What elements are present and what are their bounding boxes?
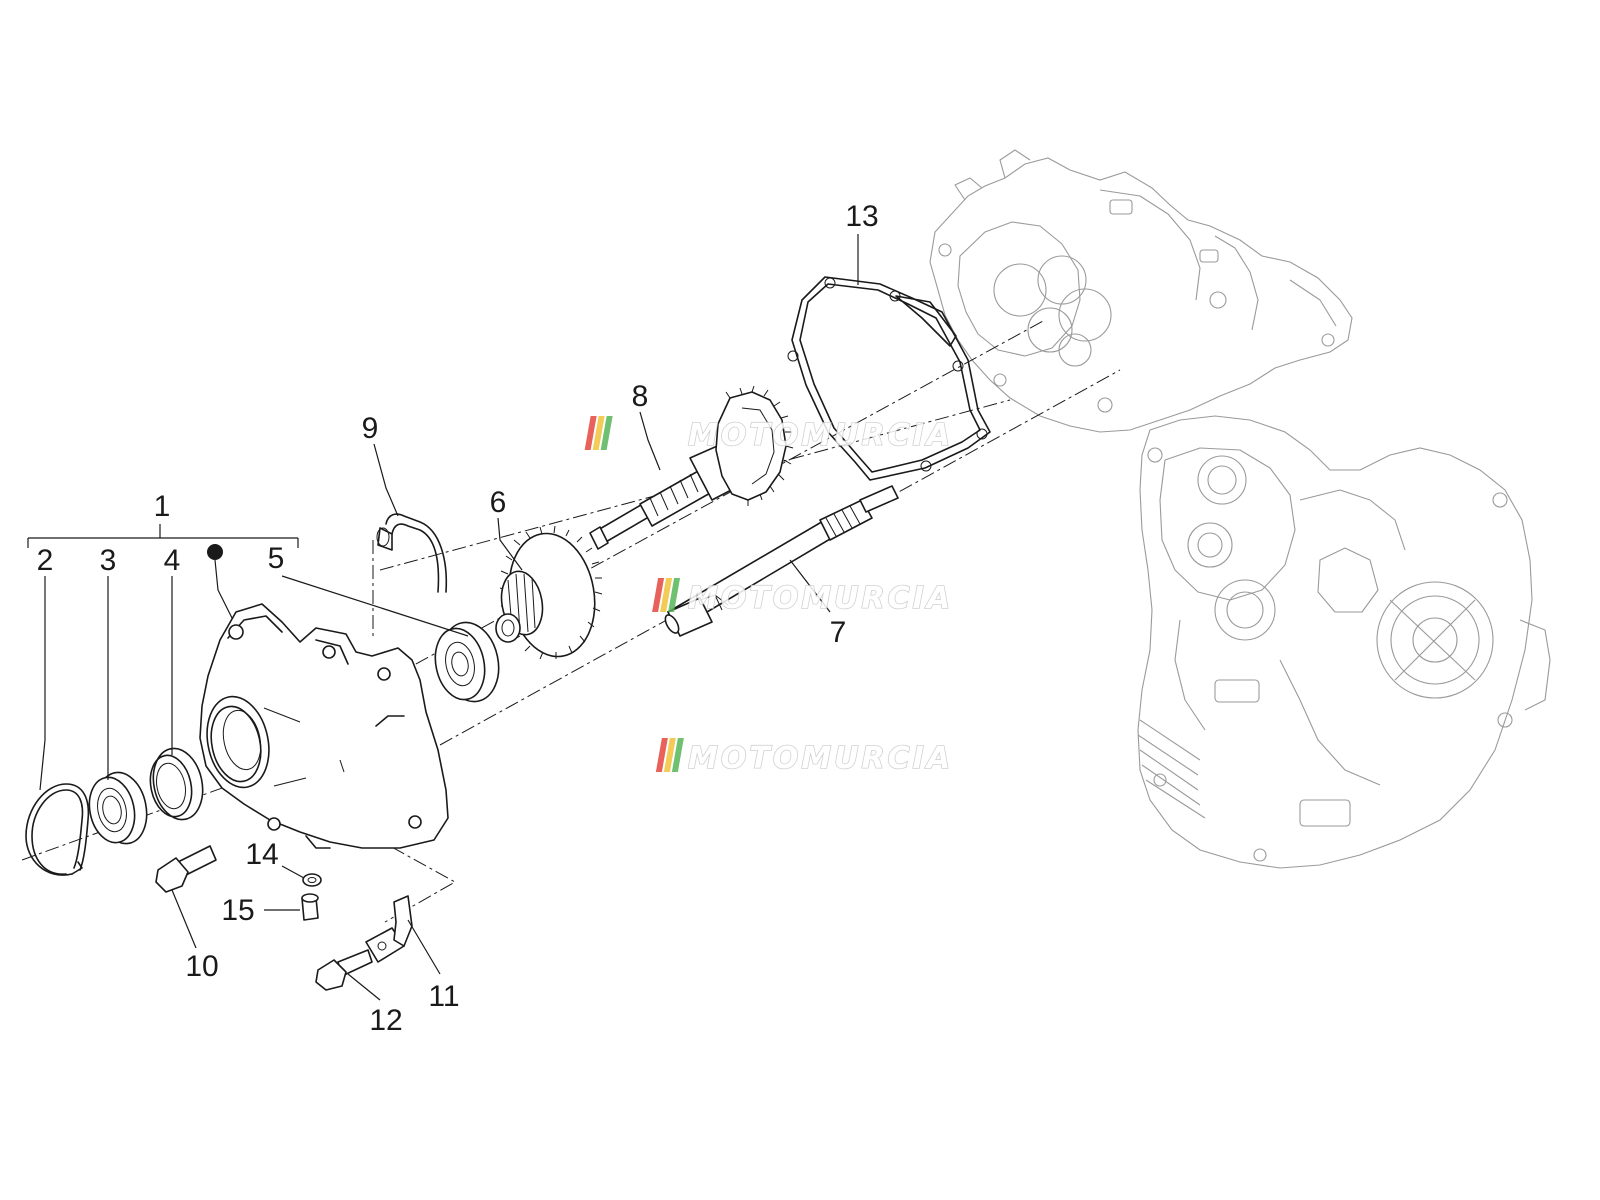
bearing-small [88,771,148,845]
callout-3: 3 [100,544,117,577]
watermark-stripe [652,578,665,612]
callout-labels: 1 2 3 4 5 6 7 8 9 10 11 12 13 14 15 [37,200,879,1037]
callout-15: 15 [221,894,254,927]
watermark-stripe [592,416,605,450]
bearing-large [434,621,500,703]
watermark-stripe [584,416,597,450]
breather-pipe [376,513,448,593]
gasket [787,276,991,481]
callout-leaders [27,234,859,1001]
circlip [25,783,90,876]
callout-11: 11 [428,980,459,1013]
bolt-12 [315,949,373,991]
callout-9: 9 [362,412,379,445]
watermark-bottom: MOTOMURCIA [655,738,953,777]
secondary-shaft [589,385,794,550]
watermark-text: MOTOMURCIA [688,418,953,453]
watermark-stripe [600,416,613,450]
oil-seal [149,747,204,821]
callout-8: 8 [632,380,649,413]
watermark-top: MOTOMURCIA [584,416,953,454]
watermark-text: MOTOMURCIA [688,581,953,616]
watermark-stripe [668,578,681,612]
callout-1: 1 [154,490,171,523]
callout-7: 7 [830,616,847,649]
clamp-bracket [365,895,413,963]
screw-15 [301,893,319,921]
callout-13: 13 [845,200,878,233]
intermediate-gear [495,525,603,660]
bolt-10 [155,845,217,893]
watermark-stripe [663,738,676,772]
watermark-stripe [671,738,684,772]
callout-14: 14 [245,838,278,871]
included-in-assembly-dot [207,544,223,560]
callout-2: 2 [37,544,54,577]
driving-shaft [664,485,899,637]
transmission-cover [199,603,449,849]
watermark-stripe [655,738,668,772]
callout-12: 12 [369,1004,402,1037]
watermark-text: MOTOMURCIA [688,741,953,776]
watermark-stripe [660,578,673,612]
washer-14 [302,873,322,887]
engine-crankcase [929,149,1551,869]
callout-6: 6 [490,486,507,519]
watermark-middle: MOTOMURCIA [652,578,953,617]
callout-10: 10 [185,950,218,983]
callout-4: 4 [164,544,181,577]
callout-5: 5 [268,542,285,575]
